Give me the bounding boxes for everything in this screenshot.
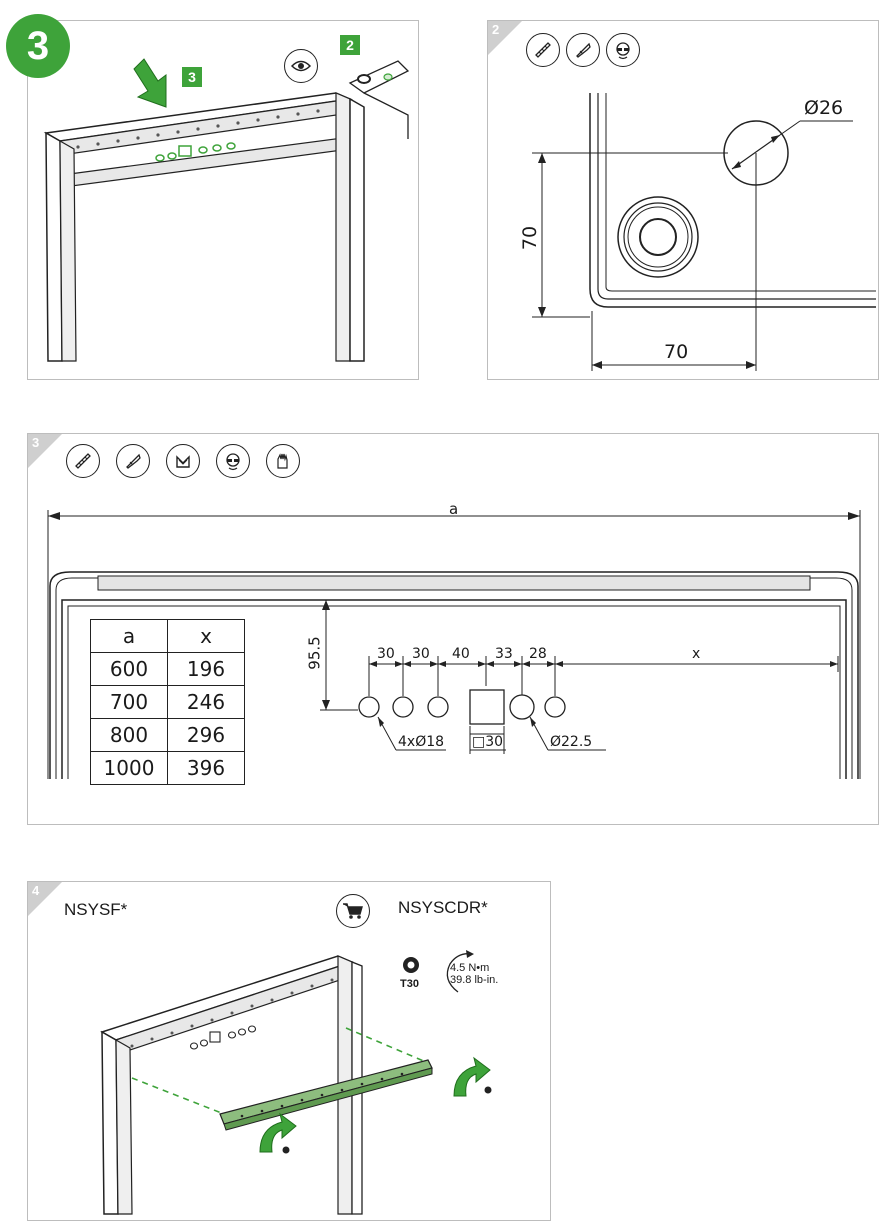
drill-icon — [566, 33, 600, 67]
table-cell: 196 — [167, 652, 245, 686]
large-hole-label: Ø22.5 — [550, 734, 593, 750]
spacing-dim-4: 33 — [495, 646, 513, 662]
spacing-dim-2: 30 — [412, 646, 430, 662]
small-hole-label: 4xØ18 — [398, 734, 445, 750]
enclosure-frame-illustration — [43, 58, 410, 362]
table-cell: 600 — [90, 652, 168, 686]
rail-installation-illustration — [100, 955, 492, 1215]
cart-icon — [336, 894, 370, 928]
spacing-dim-1: 30 — [377, 646, 395, 662]
torque-arrow-icon — [446, 950, 474, 993]
diameter-label: Ø26 — [804, 97, 844, 119]
table-cell: 296 — [167, 718, 245, 752]
table-cell: 246 — [167, 685, 245, 719]
table-row: 700 246 — [90, 685, 245, 719]
table-cell: 800 — [90, 718, 168, 752]
measure-icon — [526, 33, 560, 67]
table-row: 600 196 — [90, 652, 245, 686]
table-header-cell: a — [90, 619, 168, 653]
horizontal-dimension-label: 70 — [664, 341, 689, 363]
torque-nm-value: 4.5 N•m — [450, 962, 490, 974]
torque-lbin-value: 39.8 lb-in. — [450, 974, 499, 986]
gloves-icon — [266, 444, 300, 478]
safety-glasses-icon — [216, 444, 250, 478]
torx-icon — [402, 956, 420, 974]
drill-icon — [116, 444, 150, 478]
square-cutout-label: □30 — [472, 734, 504, 750]
table-cell: 700 — [90, 685, 168, 719]
product-ref-left: NSYSF* — [64, 900, 128, 919]
table-row: 800 296 — [90, 718, 245, 752]
panel-3-door-cutout-drawing: 3 — [27, 433, 879, 825]
panel-number-3: 3 — [28, 434, 62, 468]
panel-1-enclosure-view: 3 2 — [27, 20, 419, 380]
vertical-dimension-label: 70 — [519, 225, 542, 251]
measure-icon — [66, 444, 100, 478]
table-cell: 1000 — [90, 751, 168, 785]
panel-2-side-hole-drawing: 2 Ø26 70 70 — [487, 20, 879, 380]
spacing-dim-3: 40 — [452, 646, 470, 662]
panel-number-2: 2 — [488, 21, 522, 55]
panel-4-rail-installation: 4 NSYSF* NSYSCDR* T30 4.5 N•m 39.8 lb-in… — [27, 881, 551, 1221]
callout-tag-2: 2 — [340, 35, 360, 55]
eye-icon — [284, 49, 318, 83]
table-cell: 396 — [167, 751, 245, 785]
table-header-row: a x — [90, 619, 245, 653]
step-number-badge: 3 — [6, 14, 70, 78]
torx-size-label: T30 — [400, 978, 419, 990]
callout-tag-3: 3 — [182, 67, 202, 87]
door-cutout-drawing — [47, 510, 861, 779]
panel-number-4: 4 — [28, 882, 62, 916]
deburr-icon — [166, 444, 200, 478]
spacing-dim-5: 28 — [529, 646, 547, 662]
a-x-dimension-table: a x 600 196 700 246 800 296 1000 396 — [90, 619, 245, 785]
safety-glasses-icon — [606, 33, 640, 67]
height-dimension-label: 95.5 — [305, 636, 324, 670]
overall-width-label: a — [449, 500, 459, 518]
table-row: 1000 396 — [90, 751, 245, 785]
table-header-cell: x — [167, 619, 245, 653]
hole-position-drawing — [532, 93, 876, 371]
product-ref-right: NSYSCDR* — [398, 898, 488, 917]
x-dimension-label: x — [692, 646, 701, 662]
